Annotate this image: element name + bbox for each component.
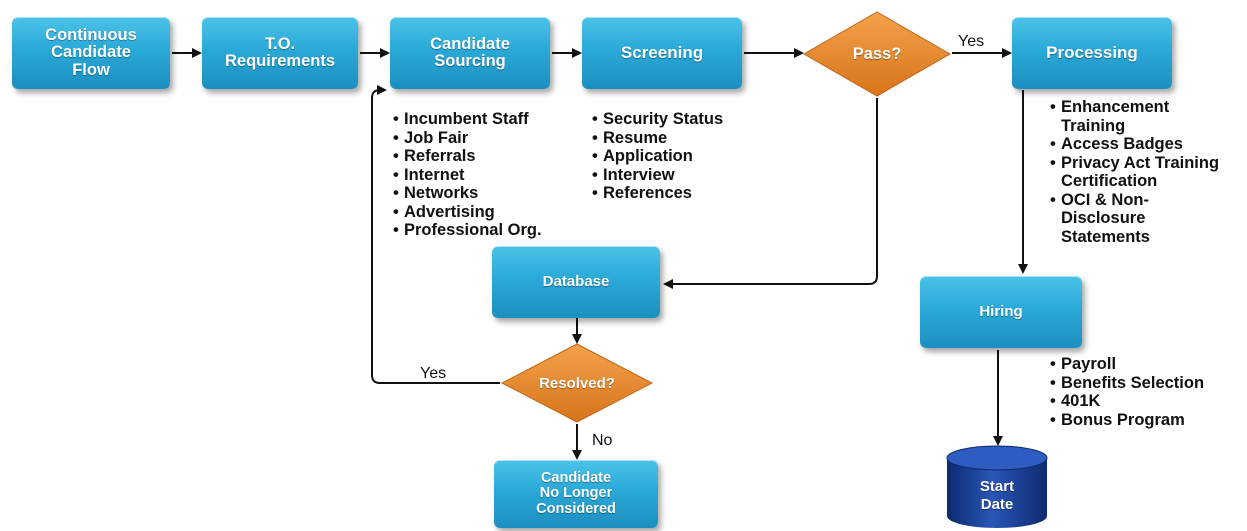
start-date-cylinder-shape [946,445,1048,528]
sourcing-list: Incumbent Staff Job Fair Referrals Inter… [393,110,542,240]
processing-list-item: Enhancement Training [1050,98,1225,135]
hiring-list-item: Bonus Program [1050,411,1204,430]
node-database: Database [492,246,660,318]
sourcing-list-item: Networks [393,184,542,203]
arrow-resolved-yes-to-sourcing [371,85,500,384]
node-candidate-no-longer-line2: No Longer [539,485,613,502]
node-to-requirements-line2: Requirements [224,52,336,70]
edge-label-pass-yes: Yes [958,33,985,50]
processing-list-item: Privacy Act Training Certification [1050,154,1225,191]
screening-list-item: Application [592,147,723,166]
node-candidate-sourcing: Candidate Sourcing [390,17,550,89]
hiring-list-item: Payroll [1050,355,1204,374]
node-hiring: Hiring [920,276,1082,348]
decision-pass: Pass? [802,10,952,98]
decision-resolved-shape [500,343,654,423]
decision-pass-label: Pass? [852,44,902,63]
node-candidate-no-longer-considered: Candidate No Longer Considered [494,460,658,528]
edge-label-resolved-no: No [592,432,613,449]
node-candidate-sourcing-line2: Sourcing [434,52,506,70]
node-start-date: Start Date [944,444,1050,530]
node-processing: Processing [1012,17,1172,89]
node-screening-label: Screening [620,43,704,63]
processing-list-item: OCI & Non-Disclosure Statements [1050,191,1225,247]
sourcing-list-item: Job Fair [393,129,542,148]
start-date-line1: Start [979,478,1015,495]
screening-list-item: References [592,184,723,203]
start-date-line2: Date [980,496,1014,513]
sourcing-list-item: Internet [393,166,542,185]
hiring-list-item: Benefits Selection [1050,374,1204,393]
sourcing-list-item: Advertising [393,203,542,222]
node-hiring-label: Hiring [979,303,1023,321]
screening-list-item: Resume [592,129,723,148]
processing-list: Enhancement Training Access Badges Priva… [1050,98,1225,246]
sourcing-list-item: Incumbent Staff [393,110,542,129]
node-screening: Screening [582,17,742,89]
node-continuous-candidate-flow: Continuous Candidate Flow [12,17,170,89]
node-to-requirements-line1: T.O. [264,34,296,53]
decision-resolved: Resolved? [500,342,654,424]
screening-list-item: Interview [592,166,723,185]
sourcing-list-item: Professional Org. [393,221,542,240]
node-continuous-candidate-flow-line3: Flow [72,60,110,79]
node-to-requirements: T.O. Requirements [202,17,358,89]
node-candidate-no-longer-line1: Candidate [540,470,612,487]
decision-pass-shape [802,11,952,97]
screening-list: Security Status Resume Application Inter… [592,110,723,203]
hiring-list: Payroll Benefits Selection 401K Bonus Pr… [1050,355,1204,429]
hiring-list-item: 401K [1050,392,1204,411]
node-continuous-candidate-flow-line2: Candidate [51,43,131,62]
sourcing-list-item: Referrals [393,147,542,166]
arrow-pass-to-database [663,98,878,289]
decision-resolved-label: Resolved? [539,374,615,392]
node-database-label: Database [542,273,610,291]
node-candidate-sourcing-line1: Candidate [430,34,510,53]
processing-list-item: Access Badges [1050,135,1225,154]
edge-label-resolved-yes: Yes [420,365,447,382]
screening-list-item: Security Status [592,110,723,129]
node-continuous-candidate-flow-line1: Continuous [45,26,137,45]
node-processing-label: Processing [1046,43,1138,63]
node-candidate-no-longer-line3: Considered [536,500,616,517]
